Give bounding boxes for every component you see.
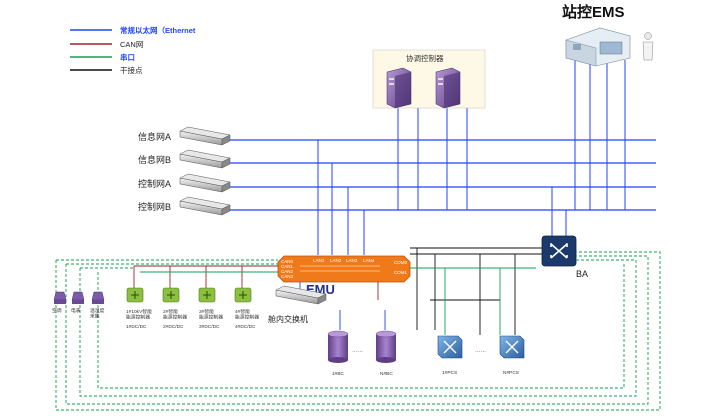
cabin-switch-label: 舱内交换机 <box>268 314 308 324</box>
pcs-unit: N#PCS <box>499 335 525 376</box>
switch-info-a: 信息网A <box>138 126 231 146</box>
legend-label-serial: 串口 <box>120 52 135 62</box>
battery-cluster-icon: N#BC <box>375 330 397 377</box>
bc-label: 1#BC <box>332 371 345 377</box>
pcs-ellipsis: …… <box>475 348 486 354</box>
ems-title: 站控EMS <box>562 3 625 21</box>
emu-port-lan1: LAN1 <box>313 258 325 263</box>
emu-lan-links <box>317 140 365 255</box>
emu-port-com0: COM0 <box>394 260 407 265</box>
bc-group: 1#BC …… N#BC <box>327 330 397 377</box>
dcdc-sub-label: 1#10kV智能能源控制器 <box>126 308 152 321</box>
emu-port-can3: CAN3 <box>281 274 294 279</box>
coordinator-links <box>397 108 468 210</box>
serial-dashed-loops <box>55 251 661 411</box>
ba-unit: BA <box>541 235 588 279</box>
dcdc-sub-label: 4#智能能源控制器 <box>235 308 259 321</box>
dcdc-unit: 4#智能能源控制器 4#DC/DC <box>234 287 259 330</box>
switch-ctrl-a: 控制网A <box>138 173 231 193</box>
dcdc-label: 1#DC/DC <box>126 324 147 330</box>
network-label-ctrl-b: 控制网B <box>138 201 171 212</box>
dcdc-sub-label: 2#智能能源控制器 <box>163 308 187 321</box>
legend-label-ethernet: 常规以太网（Ethernet <box>120 25 196 35</box>
coordinator-label: 协调控制器 <box>406 53 444 63</box>
server-icon <box>386 67 412 109</box>
pcs-label: N#PCS <box>503 370 519 376</box>
dcdc-label: 3#DC/DC <box>199 324 220 330</box>
emu-port-com1: COM1 <box>394 270 407 275</box>
meter-device: 电表 <box>71 291 85 314</box>
dcdc-label: 4#DC/DC <box>235 324 256 330</box>
dry-contact-lines <box>410 247 542 335</box>
emu-port-can0: CAN0 <box>281 259 294 264</box>
network-buses <box>220 139 656 211</box>
legend-label-dry-contact: 干接点 <box>120 65 143 75</box>
pcs-label: 1#PCS <box>442 370 457 376</box>
ba-label: BA <box>576 269 588 279</box>
network-label-ctrl-a: 控制网A <box>138 178 171 189</box>
network-label-info-b: 信息网B <box>138 154 171 165</box>
bc-label: N#BC <box>380 371 393 377</box>
air-conditioner-device: 空调 <box>52 291 67 314</box>
server-icon <box>435 67 461 109</box>
dcdc-unit: 3#智能能源控制器 3#DC/DC <box>198 287 223 330</box>
network-label-info-a: 信息网A <box>138 131 171 142</box>
coordinator-controller: 协调控制器 <box>372 49 486 109</box>
legend: 常规以太网（Ethernet CAN网 串口 干接点 <box>70 25 196 75</box>
dcdc-unit: 1#10kV智能能源控制器 1#DC/DC <box>126 287 152 330</box>
sensor-label-meter: 电表 <box>71 307 81 314</box>
sensor-label-temp-humidity: 温湿度采集 <box>90 307 105 320</box>
dcdc-unit: 2#智能能源控制器 2#DC/DC <box>162 287 187 330</box>
emu-port-can1: CAN1 <box>281 264 294 269</box>
pcs-arrows-icon <box>505 340 519 354</box>
ems-building-icon <box>565 27 631 67</box>
dcdc-label: 2#DC/DC <box>163 324 184 330</box>
emu-port-lan4: LAN4 <box>363 258 375 263</box>
station-ems: 站控EMS <box>562 3 654 67</box>
emu-port-can2: CAN2 <box>281 269 294 274</box>
emu-port-lan2: LAN2 <box>330 258 342 263</box>
pcs-arrows-icon <box>443 340 457 354</box>
router-arrows-icon <box>550 243 568 259</box>
pcs-group: 1#PCS …… N#PCS <box>437 335 525 376</box>
pcs-unit: 1#PCS <box>437 335 463 376</box>
dcdc-group: 1#10kV智能能源控制器 1#DC/DC 2#智能能源控制器 2#DC/DC … <box>126 287 259 330</box>
operator-icon <box>642 32 654 61</box>
bc-ellipsis: …… <box>352 348 363 354</box>
cabin-switch: 舱内交换机 <box>268 285 327 324</box>
dcdc-sub-label: 3#智能能源控制器 <box>199 308 223 321</box>
switch-info-b: 信息网B <box>138 149 231 169</box>
network-switches: 信息网A 信息网B 控制网A 控制网B <box>138 126 231 216</box>
ba-links <box>551 187 567 236</box>
emu-body <box>277 255 411 283</box>
legend-label-can: CAN网 <box>120 40 143 49</box>
sensors: 空调 电表 温湿度采集 <box>52 291 105 320</box>
serial-lines <box>140 267 536 335</box>
emu-unit: LAN1 LAN2 LAN3 LAN4 CAN0 CAN1 CAN2 CAN3 … <box>277 255 411 297</box>
can-lines <box>133 265 379 300</box>
switch-ctrl-b: 控制网B <box>138 196 231 216</box>
sensor-label-ac: 空调 <box>52 307 62 314</box>
battery-cluster-icon: 1#BC <box>327 330 349 377</box>
emu-port-lan3: LAN3 <box>346 258 358 263</box>
temp-humidity-device: 温湿度采集 <box>90 291 105 320</box>
ems-links <box>574 60 626 210</box>
